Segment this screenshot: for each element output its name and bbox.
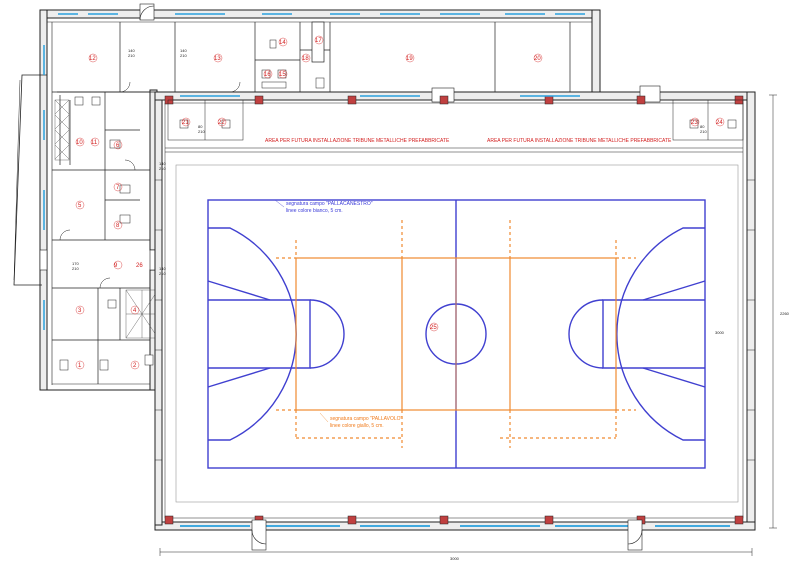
room-17: 17 <box>315 38 322 44</box>
room-15: 15 <box>279 72 286 78</box>
room-24: 24 <box>716 120 723 126</box>
dim-door-7: 80 <box>700 124 705 129</box>
basketball-note-line: linee colore bianco, 5 cm. <box>286 208 343 214</box>
room-13: 13 <box>214 56 221 62</box>
room-19: 19 <box>406 56 413 62</box>
dimension-lines <box>159 94 777 556</box>
top-rooms-partitions <box>57 21 600 93</box>
room-4: 4 <box>133 308 137 314</box>
room-12: 12 <box>89 56 96 62</box>
basketball-court <box>207 199 706 469</box>
dim-door-3: 140 <box>159 161 166 166</box>
room-21: 21 <box>182 120 189 126</box>
left-sanitary-fixtures <box>59 96 154 371</box>
dim-court-side: 3000 <box>715 330 725 335</box>
bleachers-note-left: AREA PER FUTURA INSTALLAZIONE TRIBUNE ME… <box>265 138 450 144</box>
room-23: 23 <box>691 120 698 126</box>
room-8: 8 <box>116 223 120 229</box>
room-numbers: 1 2 3 4 5 6 7 8 9 10 11 12 13 14 15 16 1… <box>76 38 723 369</box>
top-entrance-door <box>139 3 155 21</box>
basketball-note-title: segnatura campo "PALLACANESTRO" <box>286 201 373 207</box>
room-14: 14 <box>279 40 286 46</box>
room-9: 9 <box>114 263 118 269</box>
dim-door-4: 140 <box>159 266 166 271</box>
dim-door-2: 140 <box>180 48 187 53</box>
room-10: 10 <box>76 140 83 146</box>
gym-bottom-doors <box>251 519 643 551</box>
dim-door-2b: 210 <box>180 53 187 58</box>
room-7: 7 <box>116 185 120 191</box>
dim-door-3b: 210 <box>159 166 166 171</box>
volleyball-note-line: linee colore giallo, 5 cm. <box>330 423 384 429</box>
room-6: 6 <box>116 143 120 149</box>
room-25: 25 <box>430 325 437 331</box>
volleyball-note-title: segnatura campo "PALLAVOLO" <box>330 416 403 422</box>
left-wing-doors <box>59 81 241 289</box>
top-sanitary-fixtures <box>261 39 325 89</box>
shower-grid <box>54 99 159 339</box>
room-22: 22 <box>218 120 225 126</box>
dim-door-6b: 210 <box>198 129 205 134</box>
room-1: 1 <box>78 363 82 369</box>
room-3: 3 <box>78 308 82 314</box>
gym-walls <box>154 91 756 531</box>
room-20: 20 <box>534 56 541 62</box>
gym-toilet-blocks <box>167 99 744 141</box>
court-floor <box>175 164 739 503</box>
dim-width-total: 3000 <box>450 556 460 561</box>
dim-door-4b: 210 <box>159 271 166 276</box>
volleyball-court <box>276 220 636 448</box>
dim-door-1: 140 <box>128 48 135 53</box>
room-18: 18 <box>302 56 309 62</box>
room-26: 26 <box>136 263 143 269</box>
room-2: 2 <box>133 363 137 369</box>
bleachers-note-right: AREA PER FUTURA INSTALLAZIONE TRIBUNE ME… <box>487 138 672 144</box>
columns <box>164 95 744 525</box>
dim-door-6: 80 <box>198 124 203 129</box>
room-11: 11 <box>91 140 98 146</box>
room-number-markers <box>75 35 725 370</box>
gym-top-doors <box>431 85 661 103</box>
room-5: 5 <box>78 203 82 209</box>
left-interior-partitions <box>52 91 150 384</box>
dim-door-5b: 210 <box>72 266 79 271</box>
dim-door-5: 170 <box>72 261 79 266</box>
dim-door-1b: 210 <box>128 53 135 58</box>
dim-door-7b: 210 <box>700 129 707 134</box>
room-16: 16 <box>264 72 271 78</box>
wall-ticks <box>155 179 755 461</box>
dim-height-total: 2260 <box>780 311 790 316</box>
